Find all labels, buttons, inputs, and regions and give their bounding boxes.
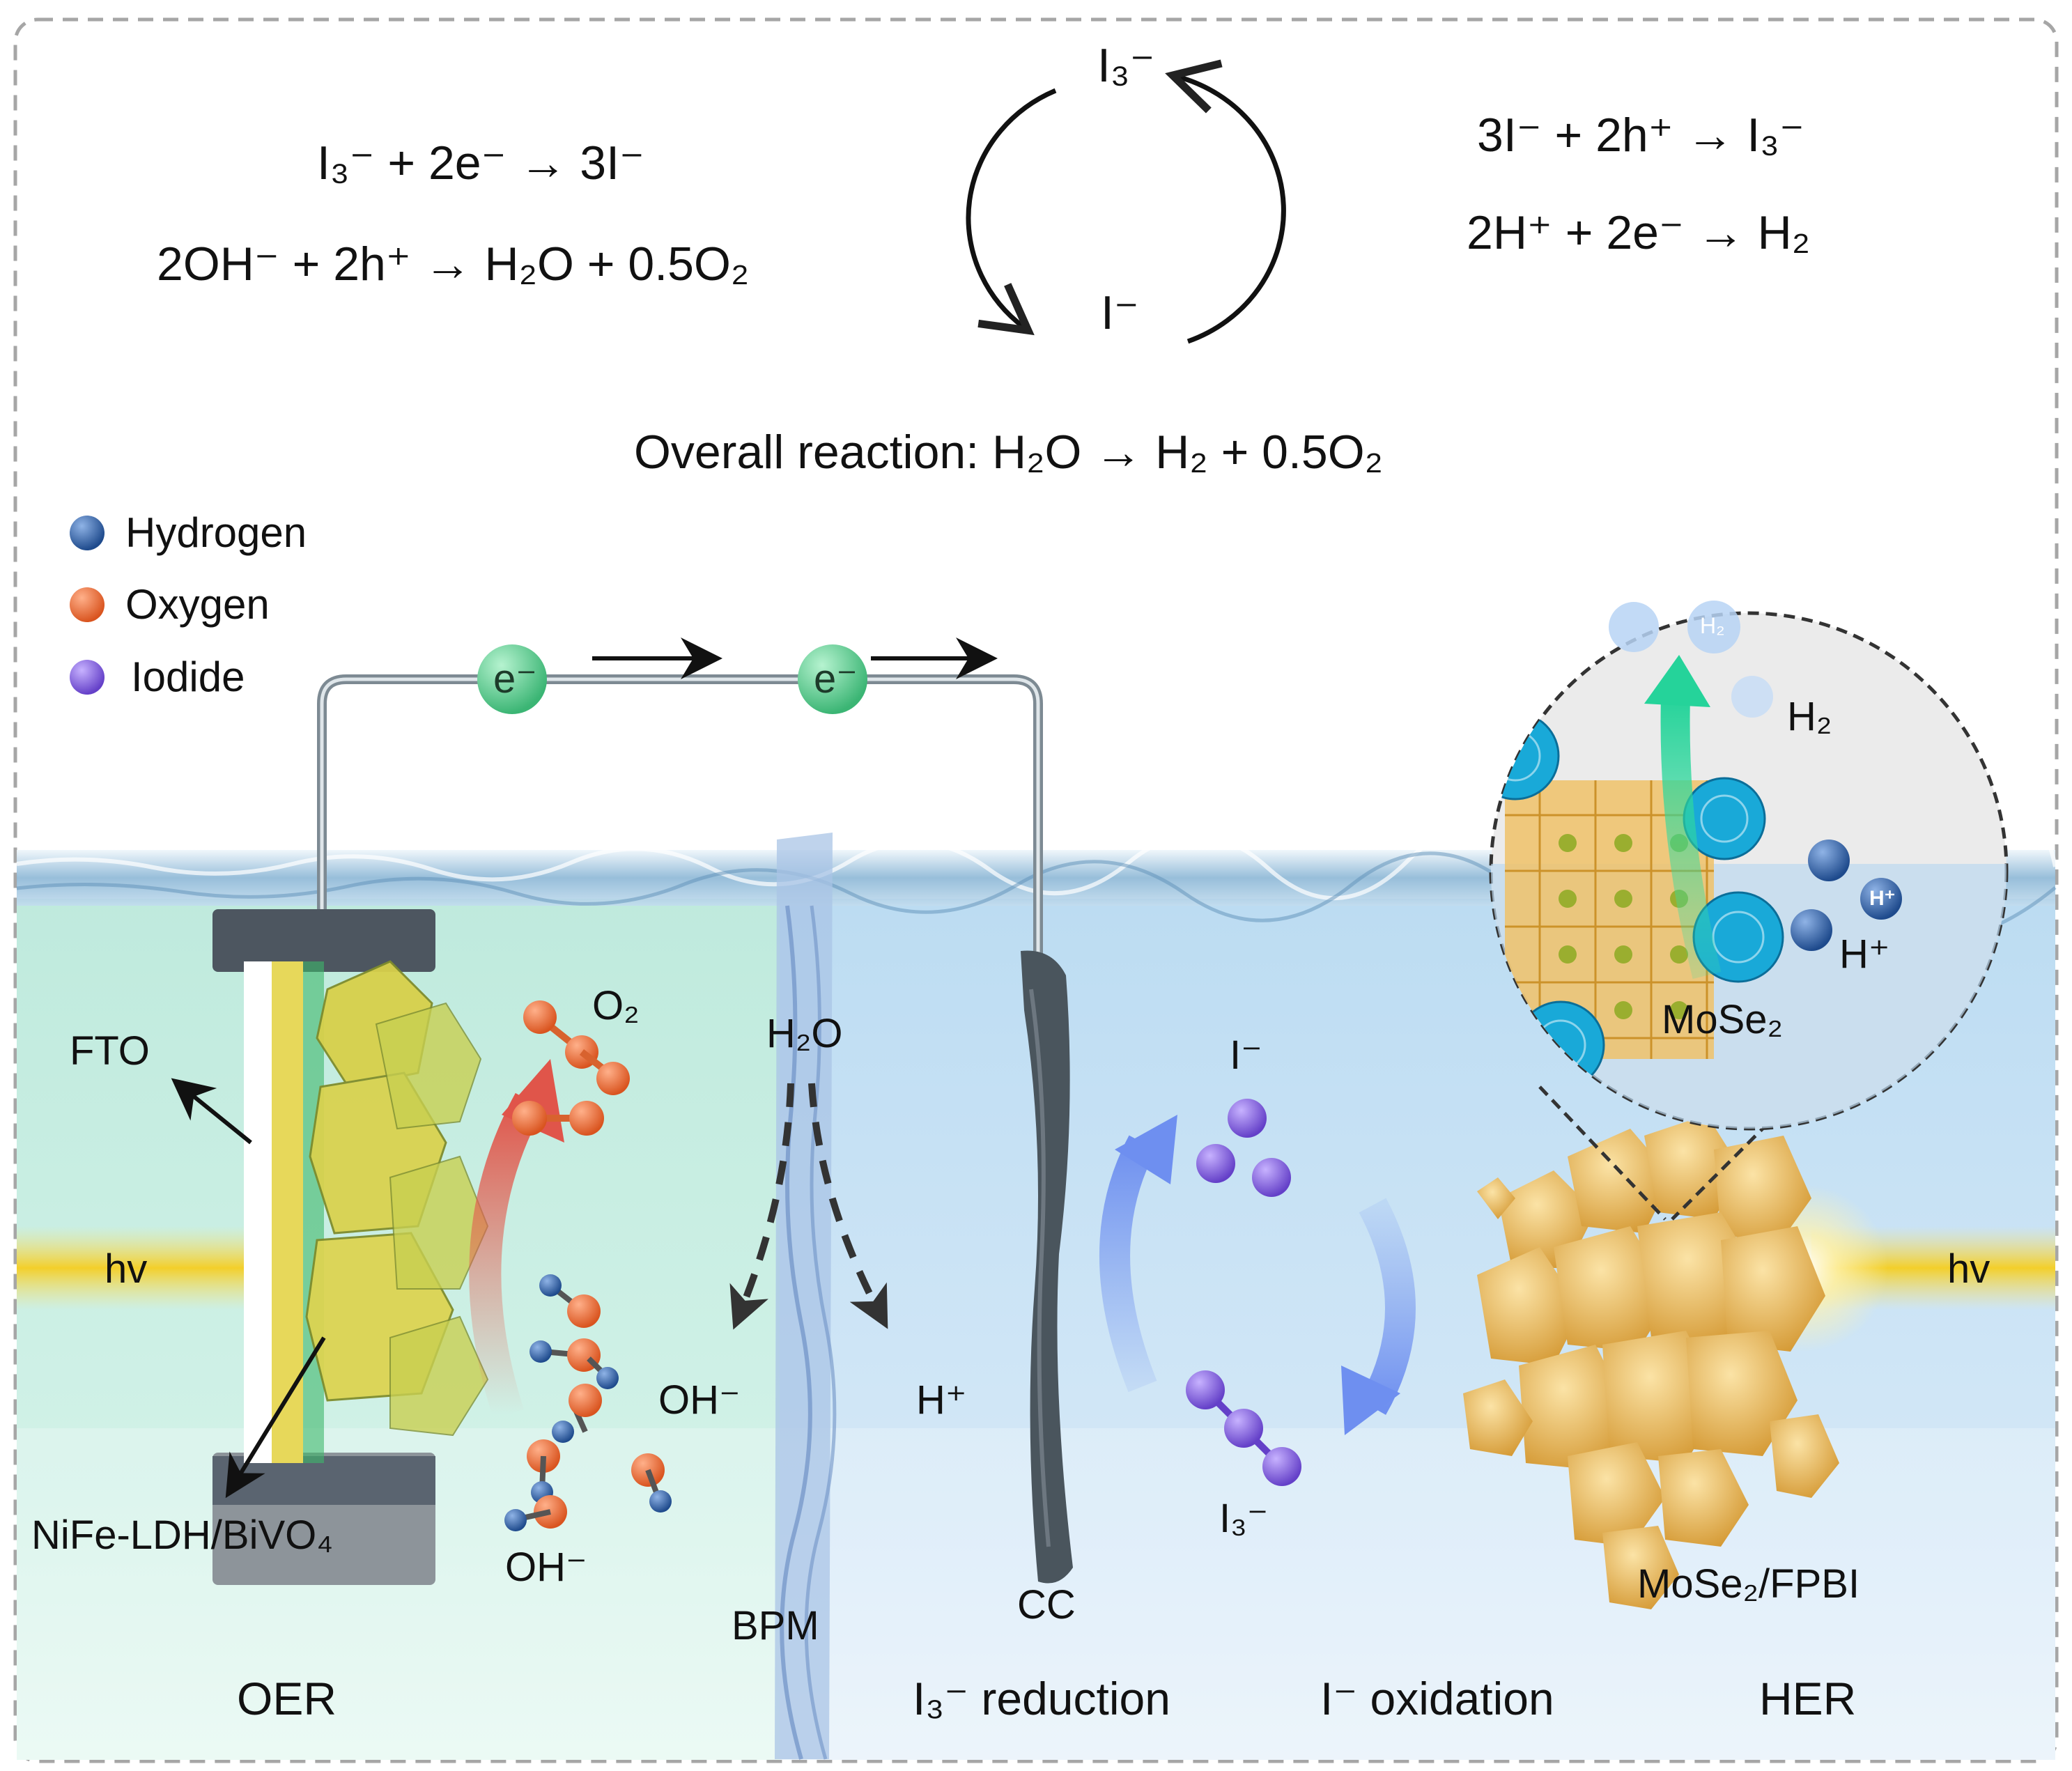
fto-label: FTO xyxy=(70,1028,150,1074)
eq-iodide-oxidation: 3I⁻ + 2h⁺ → I₃⁻ xyxy=(1477,109,1804,162)
legend-iodide-label: Iodide xyxy=(131,654,245,700)
nife-ldh-bivo4-label: NiFe-LDH/BiVO₄ xyxy=(31,1513,333,1558)
oh-mid-label: OH⁻ xyxy=(658,1377,741,1423)
legend-hydrogen-label: Hydrogen xyxy=(125,509,307,556)
hv-left-label: hv xyxy=(105,1246,148,1292)
iodide-label: I⁻ xyxy=(1230,1033,1262,1078)
photoanode-electrode xyxy=(212,909,489,1585)
mose2-zoom-label: MoSe₂ xyxy=(1662,997,1784,1042)
eq-triiodide-reduction: I₃⁻ + 2e⁻ → 3I⁻ xyxy=(317,137,644,190)
i-oxidation-label: I⁻ oxidation xyxy=(1320,1673,1554,1724)
h2o-label: H₂O xyxy=(766,1011,843,1056)
cycle-bottom-label: I⁻ xyxy=(1101,286,1139,339)
eq-her: 2H⁺ + 2e⁻ → H₂ xyxy=(1467,206,1811,259)
mose2-fpbi-cluster xyxy=(1463,1115,1839,1609)
h2-zoom-label: H₂ xyxy=(1787,694,1832,739)
oer-label: OER xyxy=(237,1673,337,1724)
triiodide-label: I₃⁻ xyxy=(1219,1496,1269,1541)
legend-oxygen-label: Oxygen xyxy=(125,581,270,628)
her-label: HER xyxy=(1759,1673,1857,1724)
hv-right-label: hv xyxy=(1947,1246,1990,1292)
bpm-label: BPM xyxy=(732,1603,819,1648)
cycle-top-label: I₃⁻ xyxy=(1097,39,1155,92)
mose2-fpbi-label: MoSe₂/FPBI xyxy=(1637,1561,1860,1607)
cc-label: CC xyxy=(1017,1582,1076,1627)
mose2-zoom-inset xyxy=(1489,601,2009,1221)
h-plus-bubble-label: H⁺ xyxy=(1869,887,1896,910)
electron-label-1: e⁻ xyxy=(493,656,537,702)
o2-label: O₂ xyxy=(592,983,640,1028)
h2-bubble-label: H₂ xyxy=(1700,613,1725,638)
overall-reaction: Overall reaction: H₂O → H₂ + 0.5O₂ xyxy=(634,426,1383,479)
i3-reduction-label: I₃⁻ reduction xyxy=(913,1673,1170,1724)
h-plus-mid-label: H⁺ xyxy=(916,1377,967,1423)
electron-label-2: e⁻ xyxy=(814,656,858,702)
h-plus-zoom-label: H⁺ xyxy=(1839,931,1890,977)
eq-oer: 2OH⁻ + 2h⁺ → H₂O + 0.5O₂ xyxy=(157,238,750,291)
oh-left-label: OH⁻ xyxy=(505,1545,587,1590)
